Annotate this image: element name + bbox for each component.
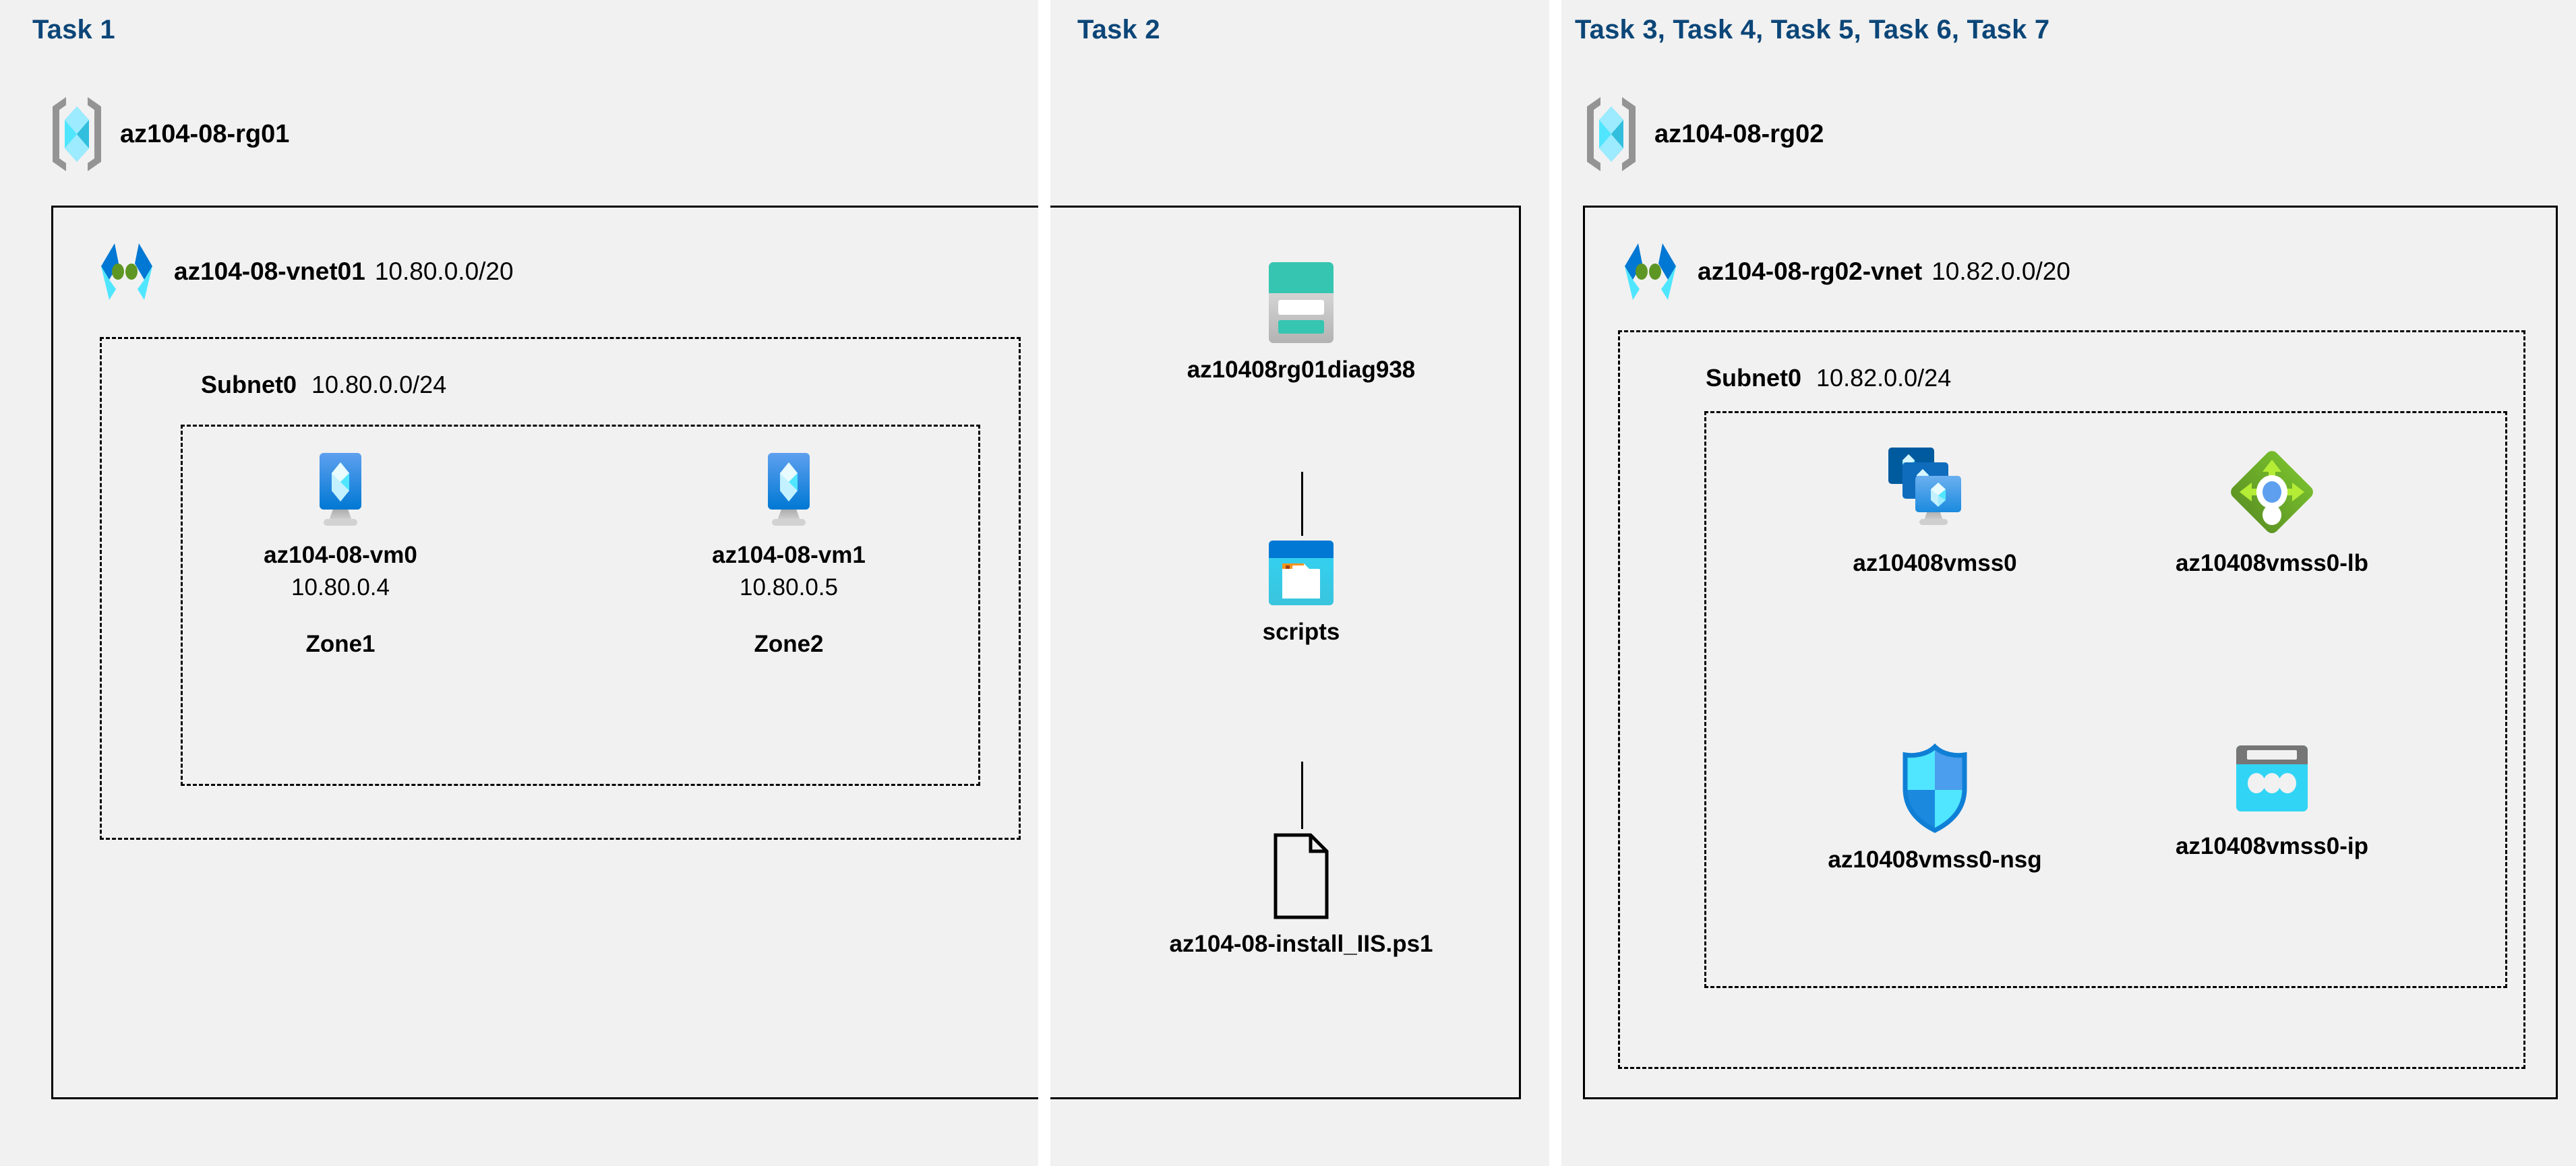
- virtual-machine-icon: [752, 452, 826, 531]
- public-ip-address-label: az10408vmss0-ip: [2175, 833, 2369, 859]
- vm-scale-set-label: az10408vmss0: [1853, 550, 2017, 576]
- task-2-title: Task 2: [1077, 15, 1160, 44]
- resource-group-label-rg02: az104-08-rg02: [1654, 119, 1824, 148]
- node-blob-container[interactable]: scripts: [1085, 539, 1517, 646]
- subnet-name-label: Subnet0: [201, 371, 297, 398]
- connector-container-to-file: [1301, 762, 1303, 829]
- resource-group-header-rg01: az104-08-rg01: [49, 94, 289, 174]
- node-virtual-machine-vm0[interactable]: az104-08-vm0 10.80.0.4 Zone1: [226, 452, 455, 658]
- panel-gap-divider-left: [1038, 0, 1050, 1166]
- vnet-boundary-az104-08-vnet01: [51, 206, 1521, 1099]
- panel-gap-divider-right: [1549, 0, 1561, 1166]
- vm-scale-set-icon: [1884, 445, 1985, 539]
- vm-ip-label: 10.80.0.5: [740, 574, 838, 601]
- storage-account-icon: [1263, 259, 1339, 346]
- load-balancer-label: az10408vmss0-lb: [2175, 550, 2369, 576]
- resource-group-icon: [49, 94, 105, 174]
- virtual-network-icon: [1618, 239, 1683, 304]
- vm-zone-label: Zone2: [754, 631, 824, 657]
- node-virtual-machine-vm1[interactable]: az104-08-vm1 10.80.0.5 Zone2: [674, 452, 903, 658]
- vnet-header-az104-08-vnet01: az104-08-vnet01 10.80.0.0/20: [94, 239, 514, 304]
- node-vm-scale-set[interactable]: az10408vmss0: [1766, 445, 2103, 577]
- resource-group-icon: [1583, 94, 1640, 174]
- storage-account-label: az10408rg01diag938: [1187, 357, 1416, 383]
- connector-storage-to-container: [1301, 472, 1303, 536]
- virtual-network-icon: [94, 239, 159, 304]
- vnet-cidr-label: 10.80.0.0/20: [374, 257, 514, 285]
- vnet-header-az104-08-rg02-vnet: az104-08-rg02-vnet 10.82.0.0/20: [1618, 239, 2070, 304]
- vmss-resources-boundary: [1704, 411, 2507, 988]
- load-balancer-icon: [2225, 445, 2319, 539]
- public-ip-address-icon: [2228, 741, 2316, 822]
- subnet-boundary-subnet0-vnet02: [1618, 330, 2525, 1069]
- resource-group-header-rg02: az104-08-rg02: [1583, 94, 1824, 174]
- subnet-header-vnet01: Subnet0 10.80.0.0/24: [201, 371, 446, 399]
- vnet-boundary-az104-08-rg02-vnet: [1583, 206, 2558, 1099]
- file-icon: [1266, 832, 1336, 920]
- task-3-to-7-title: Task 3, Task 4, Task 5, Task 6, Task 7: [1575, 15, 2050, 44]
- virtual-machine-icon: [303, 452, 378, 531]
- network-security-group-icon: [1894, 741, 1975, 836]
- availability-zones-boundary: [181, 425, 980, 786]
- vm-name-label: az104-08-vm1: [712, 542, 866, 568]
- node-public-ip-address[interactable]: az10408vmss0-ip: [2103, 741, 2440, 860]
- node-network-security-group[interactable]: az10408vmss0-nsg: [1766, 741, 2103, 873]
- panel-task-1: [0, 0, 1038, 1166]
- vm-name-label: az104-08-vm0: [264, 542, 417, 568]
- subnet-name-label: Subnet0: [1706, 364, 1802, 392]
- subnet-header-vnet02: Subnet0 10.82.0.0/24: [1706, 364, 1951, 392]
- vnet-name-label: az104-08-vnet01: [174, 257, 365, 285]
- subnet-boundary-subnet0-vnet01: [100, 337, 1021, 840]
- vnet-cidr-label: 10.82.0.0/20: [1931, 257, 2070, 285]
- node-script-file[interactable]: az104-08-install_IIS.ps1: [1085, 832, 1517, 958]
- network-security-group-label: az10408vmss0-nsg: [1828, 847, 2042, 873]
- blob-container-label: scripts: [1262, 619, 1340, 645]
- subnet-cidr-label: 10.82.0.0/24: [1816, 364, 1952, 392]
- panel-task-3-to-7: [1561, 0, 2576, 1166]
- vm-zone-label: Zone1: [305, 631, 376, 657]
- node-load-balancer[interactable]: az10408vmss0-lb: [2103, 445, 2440, 577]
- vm-ip-label: 10.80.0.4: [291, 574, 390, 601]
- node-storage-account[interactable]: az10408rg01diag938: [1085, 259, 1517, 383]
- vnet-name-label: az104-08-rg02-vnet: [1698, 257, 1923, 285]
- resource-group-label-rg01: az104-08-rg01: [120, 119, 290, 148]
- script-file-label: az104-08-install_IIS.ps1: [1169, 931, 1433, 957]
- subnet-cidr-label: 10.80.0.0/24: [311, 371, 447, 398]
- task-1-title: Task 1: [32, 15, 115, 44]
- blob-container-icon: [1263, 539, 1339, 608]
